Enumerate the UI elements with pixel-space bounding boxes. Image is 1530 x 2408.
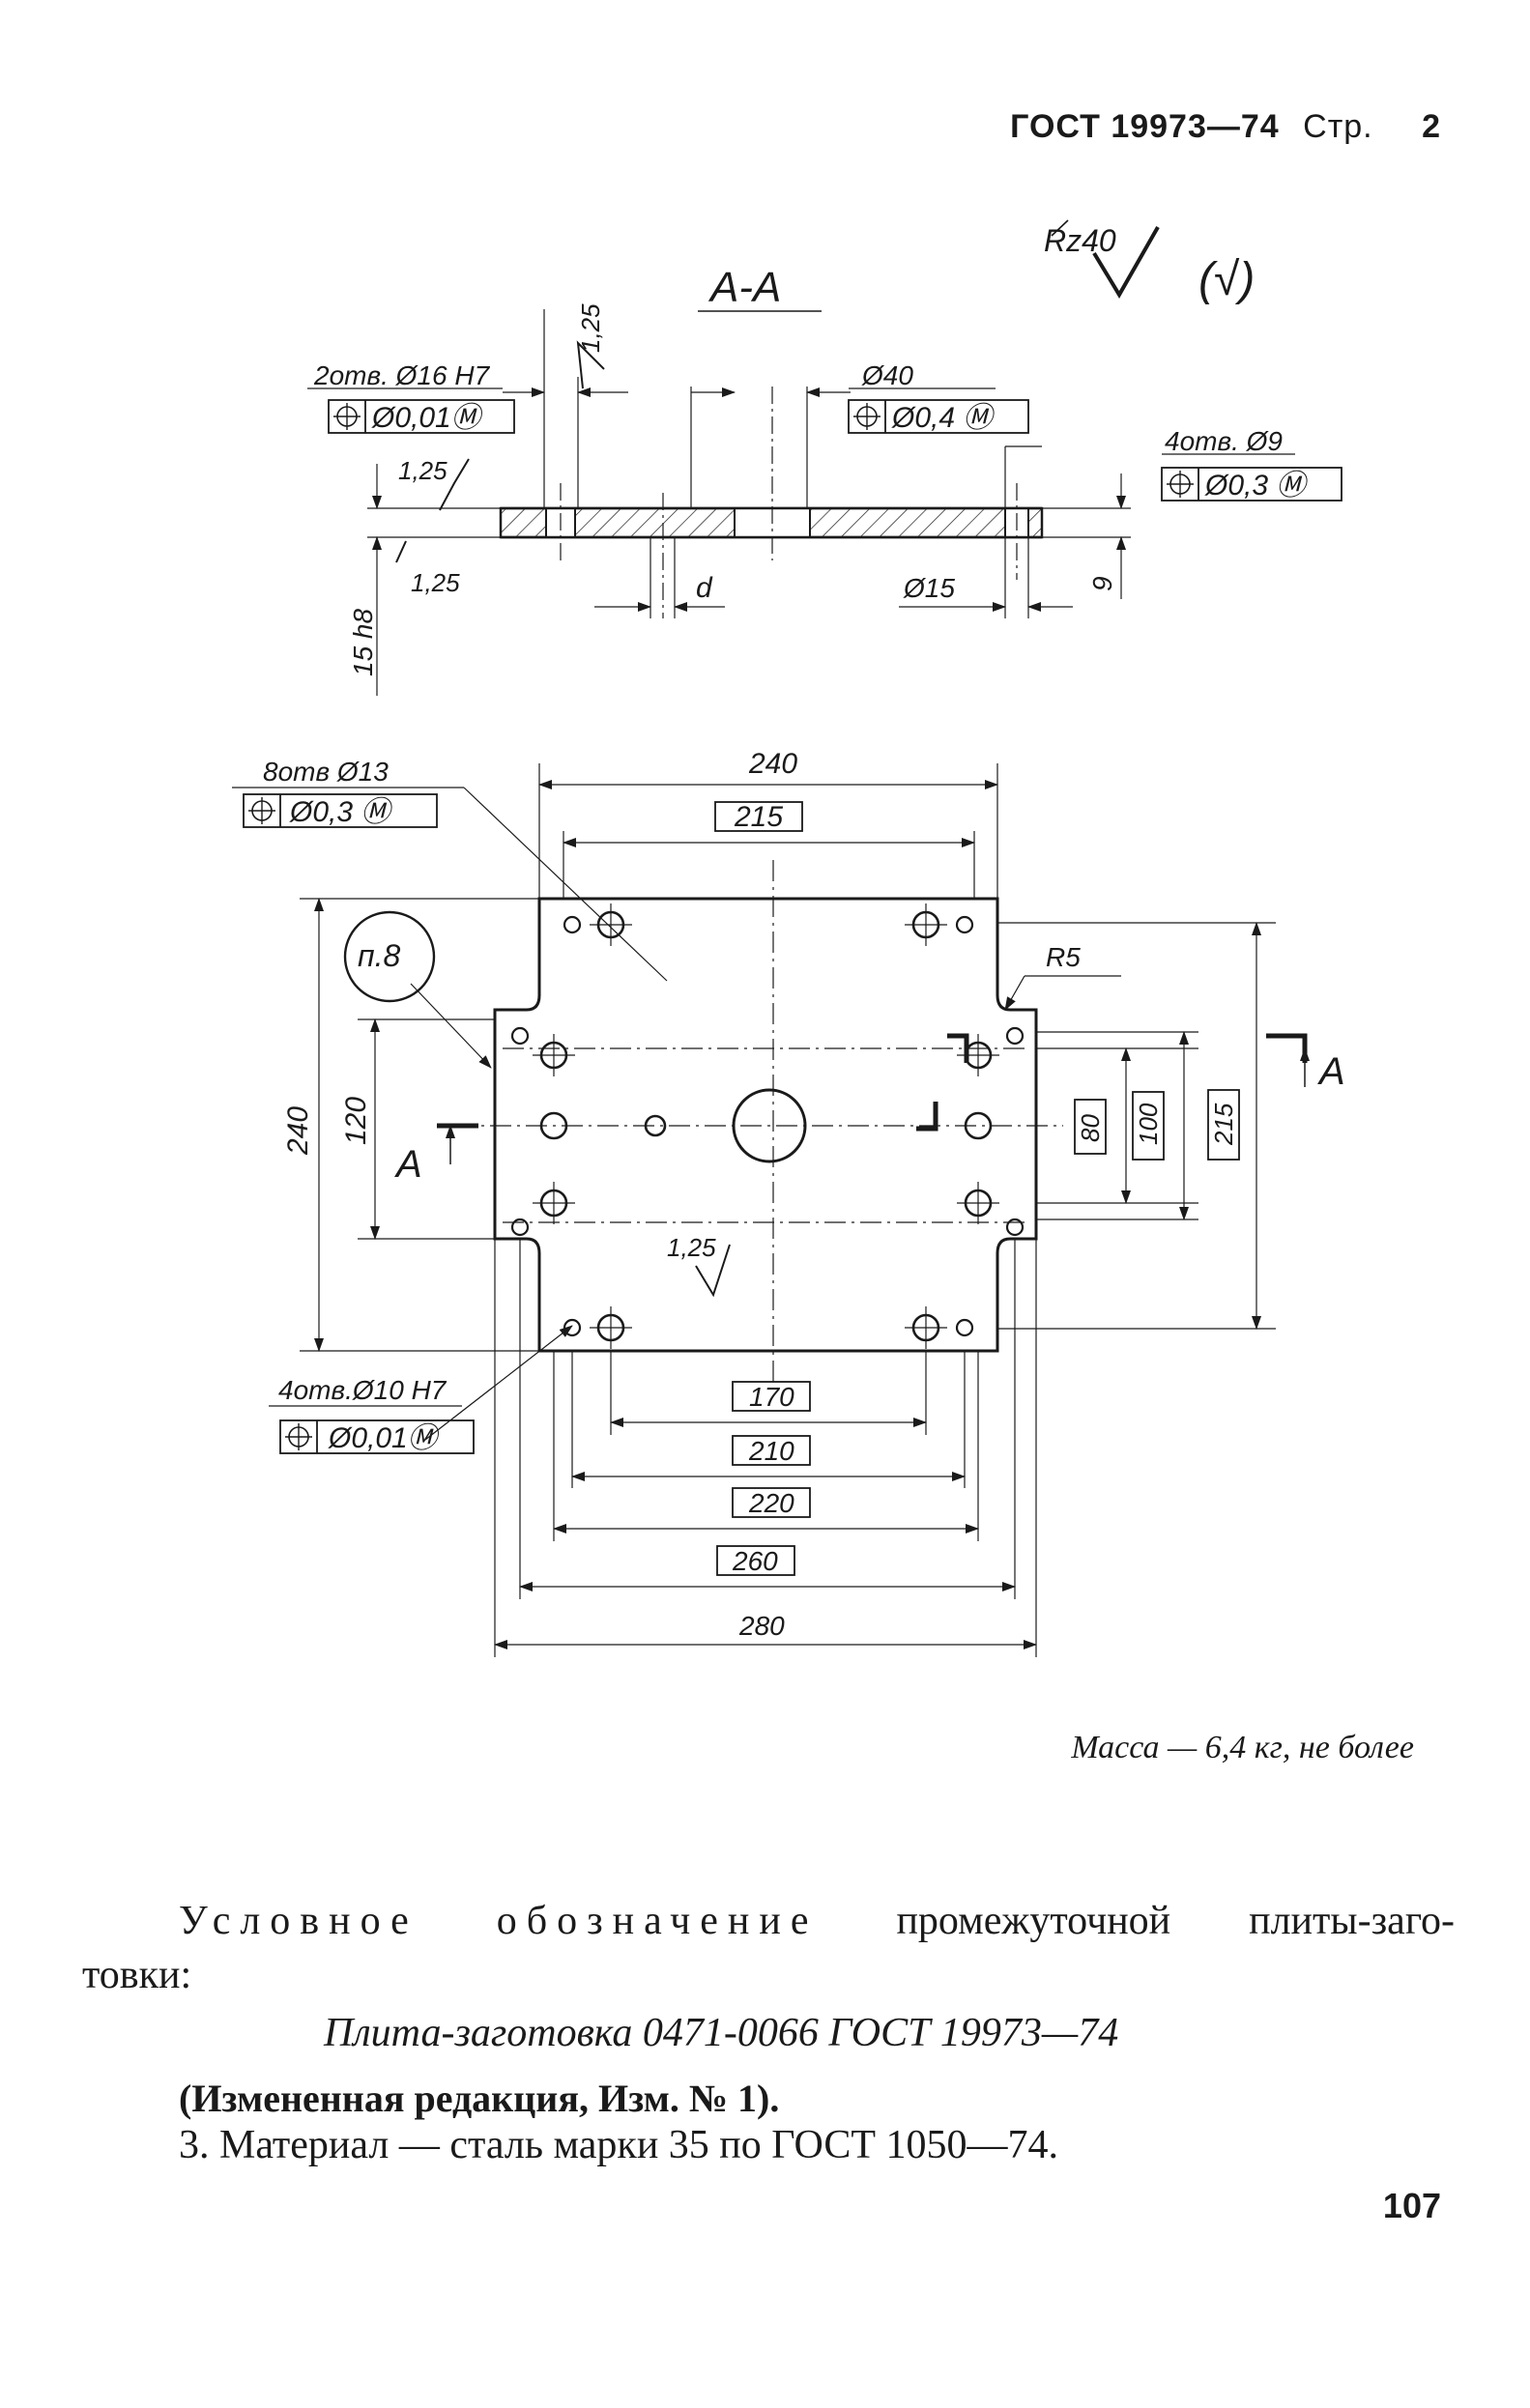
tol-001b: Ø0,01Ⓜ — [328, 1422, 441, 1454]
dim-120: 120 — [340, 1097, 372, 1145]
designation-intro-line2: товки: — [82, 1953, 192, 1997]
dim-100: 100 — [1134, 1103, 1163, 1145]
dim-80: 80 — [1076, 1114, 1105, 1142]
note-holes-10: 4отв.Ø10 H7 — [278, 1375, 447, 1405]
intro-word: Условное — [179, 1899, 419, 1943]
note-holes-13: 8отв Ø13 — [263, 757, 389, 787]
r5-label: R5 — [1046, 942, 1081, 972]
note-holes-16: 2отв. Ø16 H7 — [313, 360, 491, 390]
dim-210: 210 — [748, 1436, 794, 1466]
section-title: А-А — [707, 264, 781, 311]
roughness-general: Rz40 — [1044, 223, 1116, 258]
roughness-125-inner: 1,25 — [667, 1233, 716, 1262]
dim-215-right: 215 — [1209, 1103, 1238, 1146]
note-holes-9: 4отв. Ø9 — [1165, 426, 1283, 456]
intro-word: промежуточной — [896, 1899, 1171, 1943]
dim-240-left: 240 — [282, 1106, 314, 1156]
page-label: Стр. — [1303, 108, 1373, 145]
dim-220: 220 — [748, 1488, 794, 1518]
note-ref: п.8 — [358, 938, 401, 973]
tol-001: Ø0,01Ⓜ — [371, 402, 484, 434]
section-mark-left: А — [394, 1143, 422, 1186]
roughness-125-bottom: 1,25 — [411, 568, 460, 597]
d-label: d — [696, 572, 713, 604]
roughness-paren: (√) — [1198, 254, 1255, 305]
tol-04: Ø0,4 Ⓜ — [891, 402, 996, 434]
mass-note: Масса — 6,4 кг, не более — [1071, 1730, 1414, 1765]
roughness-125-left: 1,25 — [398, 456, 447, 485]
standard-number: ГОСТ 19973—74 — [1010, 108, 1280, 145]
tol-03: Ø0,3 Ⓜ — [1204, 470, 1309, 502]
designation-intro: Условное обозначение промежуточной плиты… — [82, 1894, 1455, 2002]
section-mark-right: А — [1317, 1050, 1345, 1093]
dim-240-top: 240 — [748, 748, 797, 780]
d15-label: Ø15 — [903, 573, 955, 603]
dim-280: 280 — [738, 1611, 785, 1641]
sheet-number: 2 — [1422, 108, 1441, 145]
tol-03b: Ø0,3 Ⓜ — [289, 796, 393, 828]
note-d40: Ø40 — [861, 360, 913, 390]
thickness-dim: 15 h8 — [348, 609, 378, 676]
dim-170: 170 — [749, 1382, 794, 1412]
technical-drawing: А-А Rz40 (√) 1,25 1,25 1,25 2отв. Ø16 H7… — [232, 219, 1345, 1657]
depth-9: 9 — [1087, 576, 1117, 591]
plan-view — [232, 763, 1310, 1657]
material-note: 3. Материал — сталь марки 35 по ГОСТ 105… — [179, 2123, 1059, 2167]
plate-outline — [493, 897, 1038, 1353]
page-number: 107 — [1382, 2186, 1441, 2225]
page-header: ГОСТ 19973—74 Стр. 2 — [1010, 108, 1441, 146]
roughness-125-top: 1,25 — [576, 303, 605, 353]
changed-edition-note: (Измененная редакция, Изм. № 1). — [179, 2077, 780, 2120]
intro-word: обозначение — [496, 1899, 819, 1943]
section-view — [307, 309, 1342, 696]
intro-word: плиты-заго- — [1249, 1899, 1455, 1943]
dim-260: 260 — [732, 1546, 778, 1576]
designation-example: Плита-заготовка 0471-0066 ГОСТ 19973—74 — [324, 2011, 1119, 2055]
dim-215-top: 215 — [734, 801, 783, 833]
designation-intro-line1: Условное обозначение промежуточной плиты… — [179, 1894, 1455, 1948]
